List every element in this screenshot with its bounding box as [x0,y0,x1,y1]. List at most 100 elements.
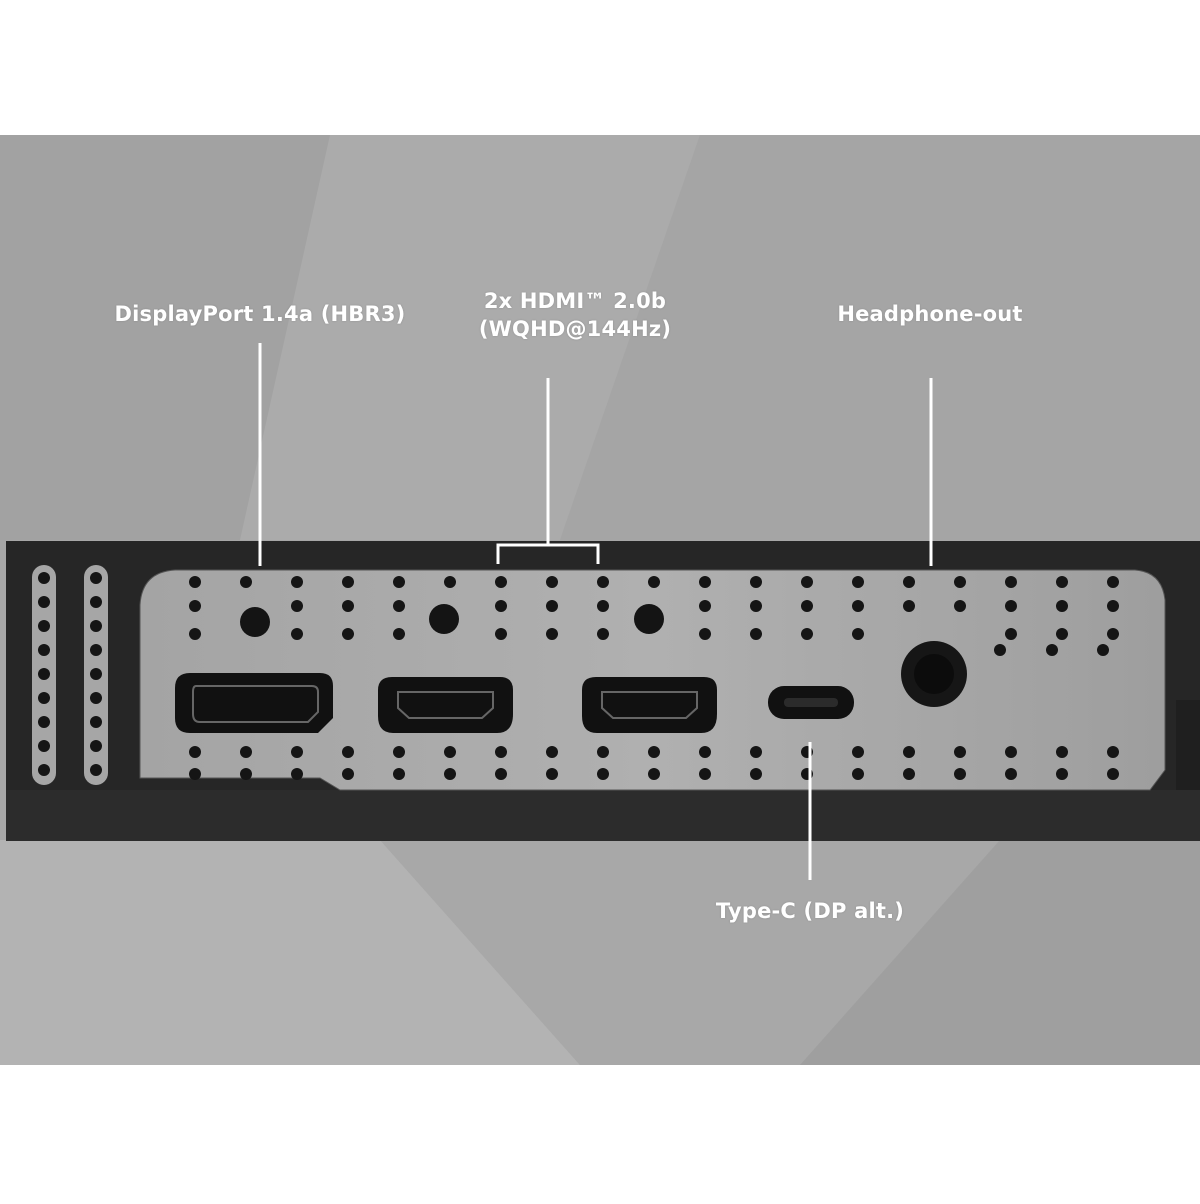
vent-dot [90,740,102,752]
perforation-dot [903,576,915,588]
backdrop-facet [240,135,700,540]
perforation-dot [240,768,252,780]
perforation-dot [546,746,558,758]
perforation-dot [1107,768,1119,780]
perforation-dot [189,576,201,588]
perforation-dot [1056,600,1068,612]
perforation-dot [597,600,609,612]
perforation-dot [648,768,660,780]
perforation-dot [699,600,711,612]
perforation-dot [1005,768,1017,780]
perforation-dot [393,576,405,588]
backdrop-facet [0,840,580,1065]
perforation-dot [1107,628,1119,640]
backdrop-facet [0,135,330,540]
perforation-dot [1107,576,1119,588]
hdmi-port-icon [378,677,513,733]
perforation-dot [495,576,507,588]
perforation-dot [699,768,711,780]
vent-dot [90,668,102,680]
perforation-dot [1056,768,1068,780]
perforation-dot [852,628,864,640]
perforation-dot [903,600,915,612]
vent-dot [90,716,102,728]
vent-dot [90,644,102,656]
perforation-dot [801,628,813,640]
perforation-dot [189,768,201,780]
perforation-dot [954,746,966,758]
perforation-dot [903,768,915,780]
perforation-dot [699,628,711,640]
perforation-dot [240,746,252,758]
perforation-dot [597,768,609,780]
perforation-dot [444,746,456,758]
perforation-dot [852,600,864,612]
perforation-dot [750,600,762,612]
perforation-dot [189,628,201,640]
hdmi-label-line2: (WQHD@144Hz) [478,317,672,341]
vent-dot [38,764,50,776]
vent-dot [38,572,50,584]
perforation-dot [189,600,201,612]
perforation-dot [852,576,864,588]
perforation-dot [954,576,966,588]
perforation-dot [648,576,660,588]
headphone-jack-icon [901,641,967,707]
perforation-dot [801,600,813,612]
perforation-dot [597,628,609,640]
perforation-dot [1005,628,1017,640]
perforation-dot [1005,576,1017,588]
perforation-dot [1056,628,1068,640]
perforation-dot [1005,600,1017,612]
typec-label: Type-C (DP alt.) [660,897,960,925]
displayport-port-icon [175,673,333,733]
perforation-dot [393,746,405,758]
vent-dot [38,596,50,608]
perforation-dot [750,768,762,780]
vent-dot [90,692,102,704]
perforation-dot [546,576,558,588]
hdmi-callout-bracket [496,543,600,564]
perforation-dot [342,600,354,612]
perforation-dot [852,746,864,758]
perforation-dot [750,746,762,758]
perforation-dot [750,628,762,640]
perforation-dot [1056,746,1068,758]
perforation-dot [597,746,609,758]
backdrop-facet [800,840,1200,1065]
perforation-dot [291,576,303,588]
perforation-dot [1107,600,1119,612]
perforation-dot [393,600,405,612]
bezel-lower-edge [6,790,1200,841]
perforation-dot [393,628,405,640]
perforation-dot [994,644,1006,656]
perforation-dot [699,746,711,758]
vent-slots [32,565,108,785]
perforation-dot [495,628,507,640]
vent-dot [38,644,50,656]
bezel-side [1176,700,1200,790]
perforation-dot [954,600,966,612]
perforation-dot [1097,644,1109,656]
perforation-dot [546,628,558,640]
vent-dot [90,620,102,632]
perforation-dot [495,768,507,780]
usb-c-port-icon [768,686,854,719]
displayport-label-text: DisplayPort 1.4a (HBR3) [114,302,406,326]
perforation-dot [495,746,507,758]
perforation-dot [546,768,558,780]
perforation-dot [240,576,252,588]
backdrop-facet [560,135,1200,540]
perforation-dot [291,600,303,612]
headphone-label: Headphone-out [780,300,1080,328]
perforation-dot [393,768,405,780]
perforation-dot [342,768,354,780]
hdmi-label: 2x HDMI™ 2.0b (WQHD@144Hz) [400,287,750,343]
perforation-pattern [189,576,1119,780]
perforation-dot [1107,746,1119,758]
vent-dot [38,692,50,704]
displayport-label: DisplayPort 1.4a (HBR3) [90,300,430,328]
typec-label-text: Type-C (DP alt.) [715,899,905,923]
